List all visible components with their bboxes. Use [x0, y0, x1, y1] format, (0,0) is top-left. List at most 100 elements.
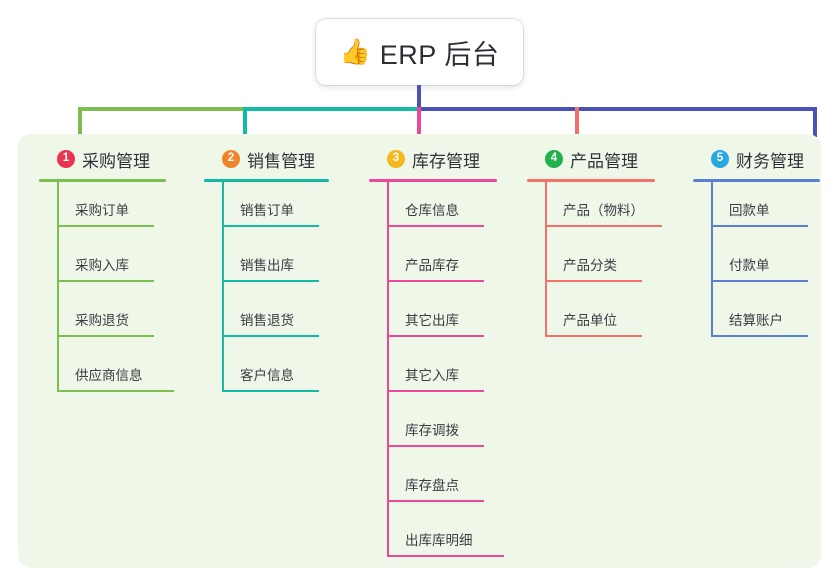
- leaf-node[interactable]: 出库库明细: [389, 512, 534, 567]
- leaf-label: 结算账户: [729, 313, 783, 328]
- branch-title-1: 采购管理: [82, 151, 150, 171]
- leaf-label: 产品单位: [563, 313, 617, 328]
- leaf-node[interactable]: 销售订单: [224, 182, 369, 237]
- branch-items-2: 销售订单 销售出库 销售退货 客户信息: [204, 182, 369, 402]
- leaf-node[interactable]: 仓库信息: [389, 182, 534, 237]
- branch-badge-1: 1: [57, 150, 75, 168]
- leaf-label: 回款单: [729, 203, 770, 218]
- branch-header-rule-5: [693, 179, 820, 182]
- branch-header-2[interactable]: 2 销售管理: [204, 144, 369, 174]
- branch-items-1: 采购订单 采购入库 采购退货 供应商信息: [39, 182, 204, 402]
- leaf-node[interactable]: 采购订单: [59, 182, 204, 237]
- leaf-node[interactable]: 产品（物料）: [547, 182, 692, 237]
- leaf-label: 库存调拨: [405, 423, 459, 438]
- trunk-connector: [417, 85, 421, 107]
- leaf-rule: [389, 335, 484, 337]
- leaf-label: 采购退货: [75, 313, 129, 328]
- branch-items-4: 产品（物料） 产品分类 产品单位: [527, 182, 692, 347]
- branch-column-4: 4 产品管理 产品（物料） 产品分类 产品单位: [527, 144, 692, 347]
- leaf-rule: [224, 335, 319, 337]
- leaf-node[interactable]: 销售退货: [224, 292, 369, 347]
- leaf-node[interactable]: 客户信息: [224, 347, 369, 402]
- leaf-label: 产品分类: [563, 258, 617, 273]
- leaf-rule: [224, 280, 319, 282]
- leaf-rule: [389, 390, 484, 392]
- leaf-label: 付款单: [729, 258, 770, 273]
- branch-header-3[interactable]: 3 库存管理: [369, 144, 534, 174]
- branch-header-4[interactable]: 4 产品管理: [527, 144, 692, 174]
- leaf-node[interactable]: 库存盘点: [389, 457, 534, 512]
- branch-badge-5: 5: [711, 150, 729, 168]
- branch-drop-3: [417, 107, 421, 137]
- branch-drop-1: [78, 107, 82, 137]
- branch-spine-4: [545, 182, 547, 337]
- leaf-rule: [713, 280, 808, 282]
- branch-header-rule-4: [527, 179, 655, 182]
- branch-column-1: 1 采购管理 采购订单 采购入库 采购退货 供应商信: [39, 144, 204, 402]
- leaf-label: 销售出库: [240, 258, 294, 273]
- leaf-rule: [224, 390, 319, 392]
- branch-drop-4: [575, 107, 579, 137]
- leaf-node[interactable]: 库存调拨: [389, 402, 534, 457]
- branch-spine-2: [222, 182, 224, 392]
- root-node[interactable]: 👍 ERP 后台: [316, 19, 523, 85]
- leaf-rule: [59, 280, 154, 282]
- branch-title-4: 产品管理: [570, 151, 638, 171]
- branch-bar-segment-1: [78, 107, 244, 111]
- branch-column-5: 5 财务管理 回款单 付款单 结算账户: [693, 144, 838, 347]
- leaf-label: 采购订单: [75, 203, 129, 218]
- branch-title-2: 销售管理: [247, 151, 315, 171]
- leaf-label: 供应商信息: [75, 368, 143, 383]
- branch-header-rule-2: [204, 179, 329, 182]
- leaf-node[interactable]: 其它出库: [389, 292, 534, 347]
- leaf-label: 产品（物料）: [563, 203, 644, 218]
- leaf-rule: [59, 225, 154, 227]
- leaf-node[interactable]: 采购入库: [59, 237, 204, 292]
- leaf-label: 其它入库: [405, 368, 459, 383]
- leaf-node[interactable]: 付款单: [713, 237, 838, 292]
- leaf-rule: [713, 225, 808, 227]
- branch-header-rule-1: [39, 179, 166, 182]
- thumbs-up-icon: 👍: [339, 37, 371, 66]
- branch-header-1[interactable]: 1 采购管理: [39, 144, 204, 174]
- leaf-label: 仓库信息: [405, 203, 459, 218]
- branch-bar-segment-3: [417, 107, 817, 111]
- branch-spine-1: [57, 182, 59, 392]
- branch-column-2: 2 销售管理 销售订单 销售出库 销售退货 客户信息: [204, 144, 369, 402]
- leaf-label: 销售退货: [240, 313, 294, 328]
- branch-header-5[interactable]: 5 财务管理: [693, 144, 838, 174]
- branch-badge-3: 3: [387, 150, 405, 168]
- leaf-node[interactable]: 产品单位: [547, 292, 692, 347]
- branch-title-5: 财务管理: [736, 151, 804, 171]
- leaf-node[interactable]: 供应商信息: [59, 347, 204, 402]
- leaf-node[interactable]: 结算账户: [713, 292, 838, 347]
- leaf-label: 客户信息: [240, 368, 294, 383]
- leaf-rule: [389, 555, 504, 557]
- leaf-label: 其它出库: [405, 313, 459, 328]
- branch-title-3: 库存管理: [412, 151, 480, 171]
- branch-bar-segment-2: [243, 107, 419, 111]
- branch-badge-4: 4: [545, 150, 563, 168]
- leaf-node[interactable]: 产品分类: [547, 237, 692, 292]
- leaf-rule: [713, 335, 808, 337]
- leaf-rule: [547, 225, 662, 227]
- leaf-node[interactable]: 采购退货: [59, 292, 204, 347]
- leaf-rule: [547, 280, 642, 282]
- leaf-label: 销售订单: [240, 203, 294, 218]
- branch-drop-5: [813, 107, 817, 137]
- leaf-node[interactable]: 产品库存: [389, 237, 534, 292]
- leaf-node[interactable]: 回款单: [713, 182, 838, 237]
- leaf-rule: [389, 500, 484, 502]
- branch-items-5: 回款单 付款单 结算账户: [693, 182, 838, 347]
- branch-items-3: 仓库信息 产品库存 其它出库 其它入库 库存调拨: [369, 182, 534, 567]
- branch-badge-2: 2: [222, 150, 240, 168]
- branch-spine-3: [387, 182, 389, 557]
- leaf-label: 产品库存: [405, 258, 459, 273]
- leaf-node[interactable]: 销售出库: [224, 237, 369, 292]
- leaf-rule: [59, 335, 154, 337]
- root-node-title: ERP 后台: [379, 39, 500, 70]
- leaf-rule: [389, 445, 484, 447]
- branch-drop-2: [243, 107, 247, 137]
- leaf-node[interactable]: 其它入库: [389, 347, 534, 402]
